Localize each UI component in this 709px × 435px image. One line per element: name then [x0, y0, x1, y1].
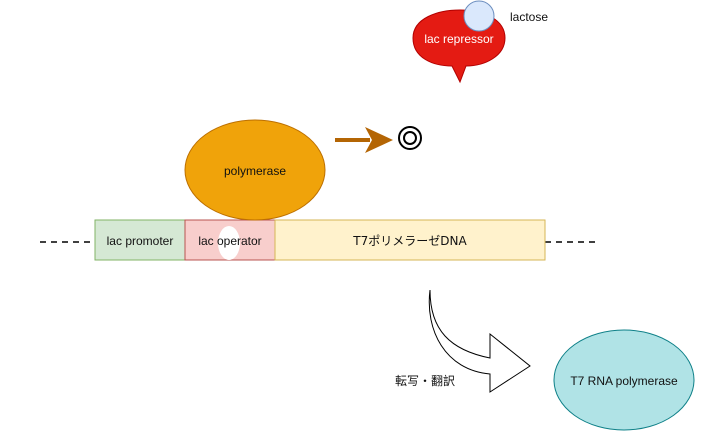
lac-operator-label: lac operator: [198, 234, 261, 248]
transcription-translation-label: 転写・翻訳: [395, 373, 455, 388]
t7-gene-label: T7ポリメラーゼDNA: [352, 234, 467, 248]
lactose-label: lactose: [510, 10, 548, 24]
polymerase-label: polymerase: [224, 164, 286, 178]
lac-promoter-box: [94, 219, 186, 261]
lactose-circle: [463, 0, 495, 32]
t7-gene-box: [274, 219, 546, 261]
lac-promoter-label: lac promoter: [107, 234, 174, 248]
operator-binding-site: [218, 226, 240, 260]
release-arrow-head: [365, 127, 393, 153]
t7-rna-polymerase-label: T7 RNA polymerase: [570, 374, 678, 388]
target-outer-circle: [398, 126, 422, 150]
lac-repressor-label: lac repressor: [424, 32, 493, 46]
transcription-arrow: [428, 289, 531, 393]
polymerase-shape: [184, 119, 326, 221]
t7-rna-polymerase-shape: [553, 329, 695, 431]
target-inner-circle: [403, 131, 417, 145]
